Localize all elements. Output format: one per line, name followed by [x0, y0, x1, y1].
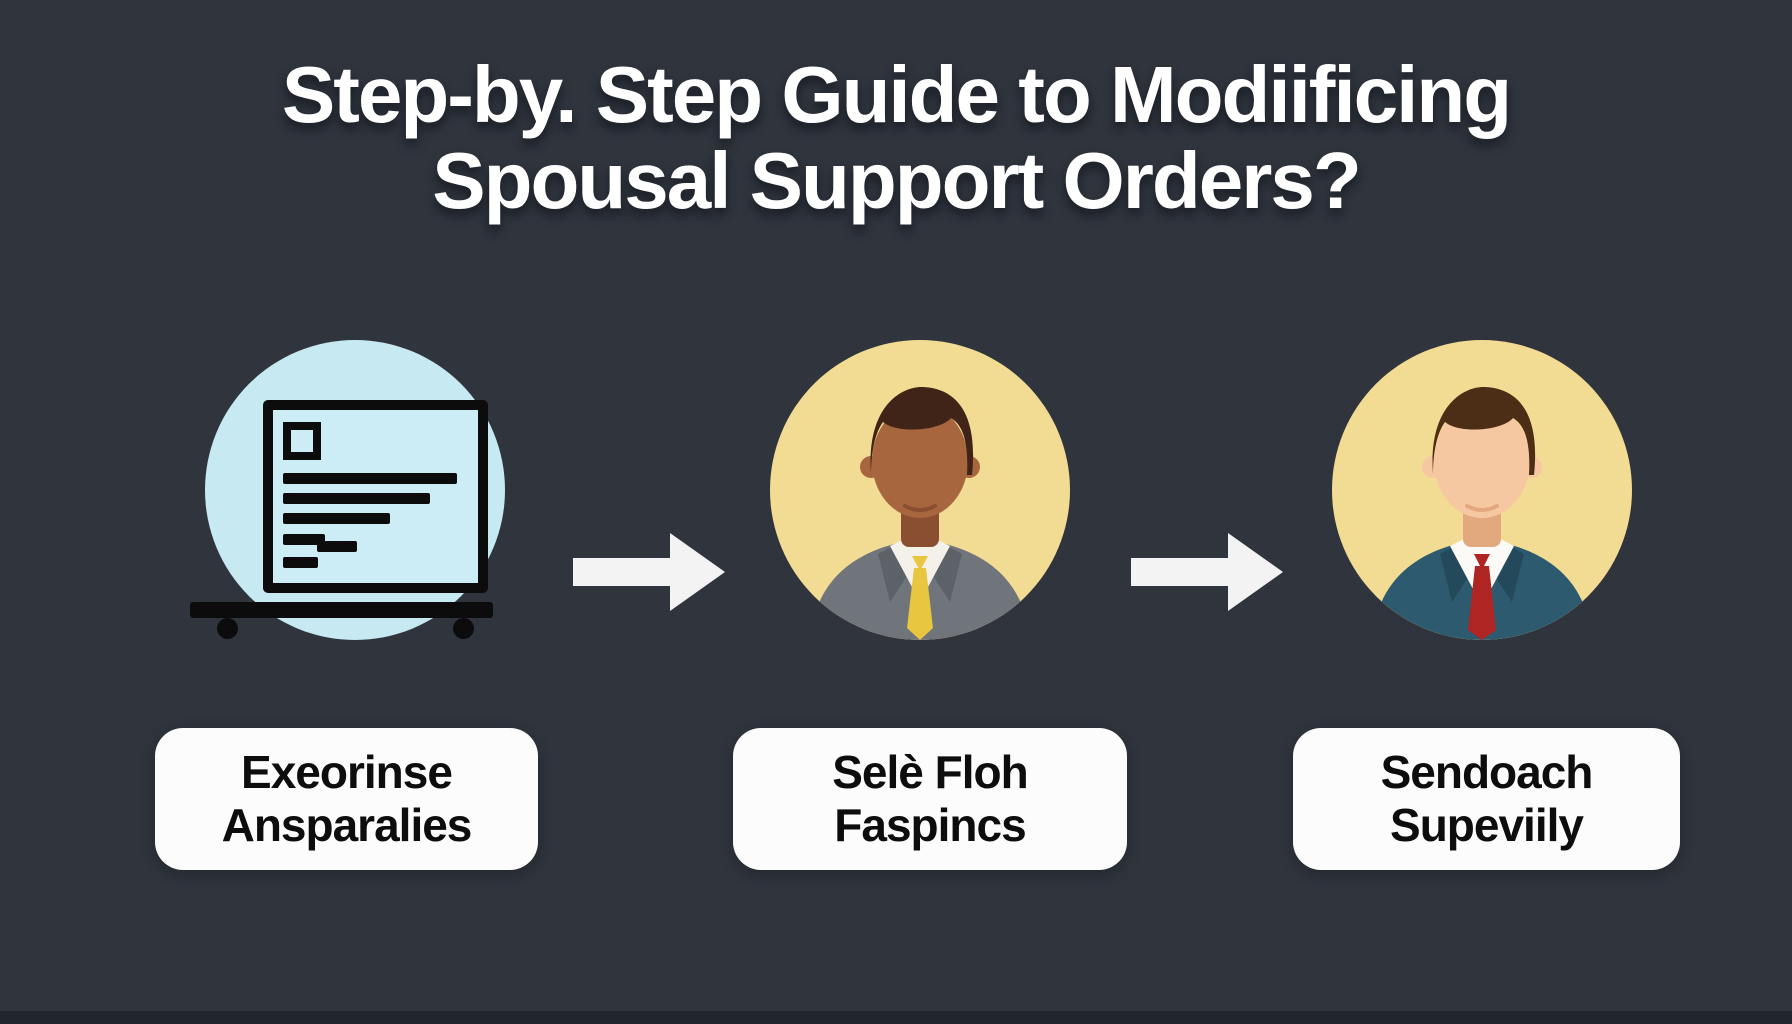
- step3-label-box: Sendoach Supeviily: [1293, 728, 1680, 870]
- document-cart-icon: [263, 400, 488, 593]
- cart-platform: [190, 602, 493, 618]
- arrow-right-icon: [573, 533, 725, 611]
- step1-label-line1: Exeorinse: [241, 745, 453, 798]
- businessman-yellow-tie-avatar: [810, 386, 1030, 640]
- step2-circle: [770, 340, 1070, 640]
- step3-label-line2: Supeviily: [1390, 799, 1584, 851]
- step3-circle: [1332, 340, 1632, 640]
- step2-label-box: Selè Floh Faspincs: [733, 728, 1127, 870]
- title-line-2: Spousal Support Orders?: [432, 136, 1361, 226]
- step1-label-line2: Ansparalies: [221, 799, 473, 851]
- step1-label-box: Exeorinse Ansparalies: [155, 728, 538, 870]
- step2-label-line2: Faspincs: [834, 799, 1026, 851]
- step2-label-line1: Selè Floh: [832, 745, 1028, 798]
- arrow-right-icon: [1131, 533, 1283, 611]
- cart-wheel-right: [453, 618, 474, 639]
- step3-label-line1: Sendoach: [1380, 745, 1594, 798]
- cart-wheel-left: [217, 618, 238, 639]
- document-checkbox-glyph: [283, 422, 321, 460]
- page-title: Step-by. Step Guide to Modiificing Spous…: [0, 50, 1792, 226]
- title-line-1: Step-by. Step Guide to Modiificing: [281, 50, 1512, 139]
- businessman-red-tie-avatar: [1372, 386, 1592, 640]
- bottom-edge-strip: [0, 1011, 1792, 1024]
